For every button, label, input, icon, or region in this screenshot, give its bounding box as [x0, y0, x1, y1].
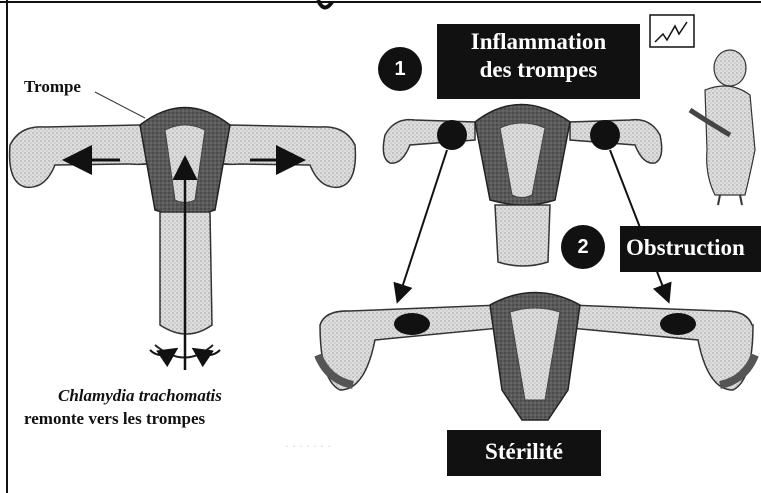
svg-text:· · · · · · ·: · · · · · · · — [285, 439, 331, 453]
trompe-label: Trompe — [24, 77, 81, 97]
inflammation-title-line1: Inflammation — [437, 28, 640, 56]
sterility-box: Stérilité — [447, 430, 601, 476]
person-in-pain-icon — [650, 15, 755, 205]
inflamed-spot-right — [590, 120, 620, 150]
blockage-left — [394, 313, 430, 335]
step-two-badge: 2 — [561, 225, 605, 269]
obstruction-box: Obstruction — [620, 226, 761, 272]
inflammation-title-line2: des trompes — [437, 56, 640, 84]
inflammation-box: Inflammation des trompes — [437, 24, 640, 99]
left-uterus-diagram — [10, 92, 356, 370]
arrow-to-sterility-right — [610, 150, 668, 300]
trompe-pointer — [95, 92, 145, 118]
ascending-caption: remonte vers les trompes — [24, 409, 205, 429]
arrow-to-sterility-left — [398, 150, 447, 300]
species-label: Chlamydia trachomatis — [58, 386, 222, 406]
blockage-right — [660, 313, 696, 335]
inflamed-spot-left — [437, 120, 467, 150]
obstructed-uterus-diagram — [318, 293, 755, 421]
step-one-badge: 1 — [378, 47, 422, 91]
